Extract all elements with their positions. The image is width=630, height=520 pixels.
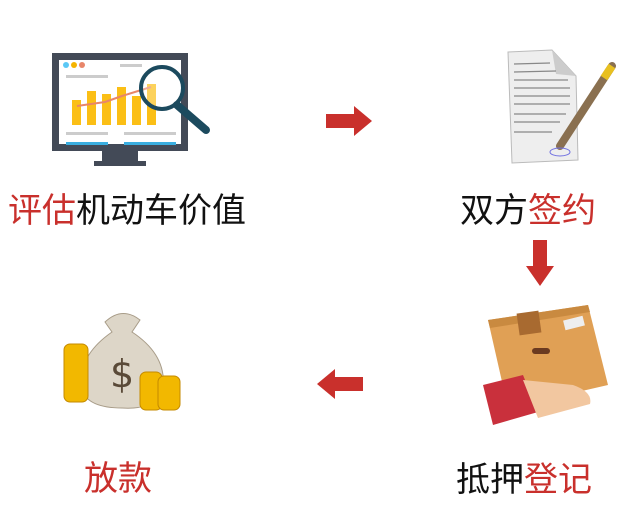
- label-highlight: 签约: [528, 191, 596, 231]
- label-text: 双方: [460, 191, 528, 231]
- money-bag-coins-icon: $: [63, 313, 181, 411]
- arrow-right-icon: [326, 106, 372, 136]
- step-label-sign: 双方签约: [460, 191, 596, 231]
- svg-text:$: $: [110, 352, 134, 396]
- step-label-register: 抵押登记: [456, 460, 592, 500]
- label-highlight: 登记: [524, 460, 592, 500]
- arrow-left-icon: [317, 369, 363, 399]
- monitor-chart-magnifier-icon: [52, 53, 210, 166]
- label-highlight: 放款: [84, 459, 152, 499]
- document-pen-icon: [507, 49, 616, 164]
- label-highlight: 评估: [8, 191, 76, 231]
- package-hand-icon: [483, 305, 608, 425]
- step-label-loan: 放款: [84, 459, 152, 499]
- label-text: 抵押: [456, 460, 524, 500]
- arrow-down-icon: [526, 240, 554, 286]
- step-label-evaluate: 评估机动车价值: [8, 191, 246, 231]
- label-text: 机动车价值: [76, 191, 246, 231]
